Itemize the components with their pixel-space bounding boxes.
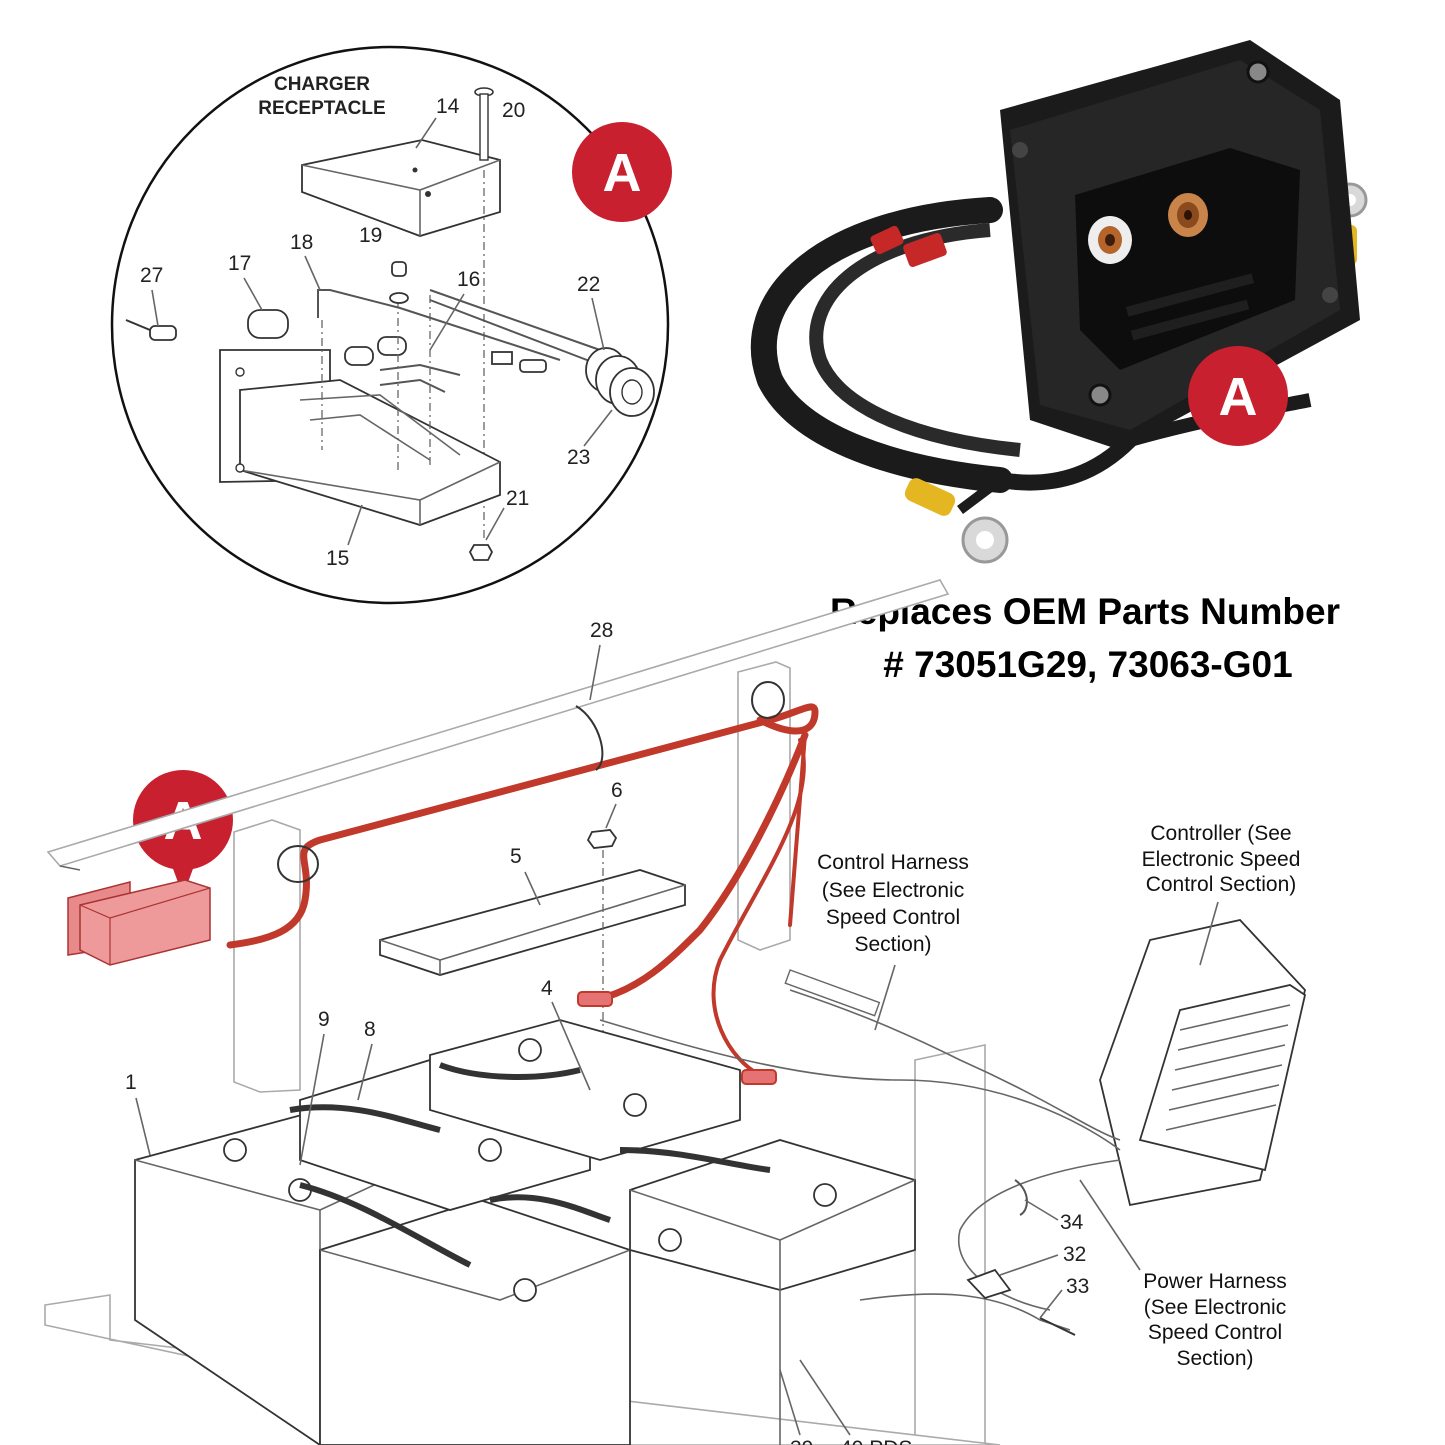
part-pin xyxy=(125,319,177,341)
part-housing xyxy=(219,349,501,526)
inset-title-line2: RECEPTACLE xyxy=(258,98,385,119)
callout-40-pds: 40 PDS xyxy=(840,1437,912,1445)
part-nut xyxy=(468,544,494,561)
callout-16: 16 xyxy=(457,268,480,291)
batteries xyxy=(134,1019,916,1445)
part-contacts xyxy=(321,295,461,470)
part-sleeve xyxy=(247,309,289,339)
frame-rail xyxy=(46,579,950,867)
harness-lines xyxy=(599,969,1121,1336)
callout-33: 33 xyxy=(1066,1275,1089,1298)
controller xyxy=(1099,919,1307,1207)
callout-1: 1 xyxy=(125,1071,137,1094)
part-cover xyxy=(301,139,501,237)
svg-text:(See Electronic: (See Electronic xyxy=(1144,1296,1286,1319)
callout-9: 9 xyxy=(318,1008,330,1031)
callout-27: 27 xyxy=(140,264,163,287)
part-small-screw xyxy=(389,261,409,304)
callout-8: 8 xyxy=(364,1018,376,1041)
callout-4: 4 xyxy=(541,977,553,1000)
red-spade-connector xyxy=(870,225,904,255)
svg-text:Power Harness: Power Harness xyxy=(1143,1270,1287,1293)
red-receptacle xyxy=(67,879,211,966)
product-photo xyxy=(750,40,1368,564)
callout-22: 22 xyxy=(577,273,600,296)
note-power-harness: Power Harness (See Electronic Speed Cont… xyxy=(1079,1179,1287,1370)
red-charger-harness xyxy=(226,681,819,1085)
svg-text:Control Harness: Control Harness xyxy=(817,851,969,874)
callout-23: 23 xyxy=(567,446,590,469)
inset-title-line1: CHARGER xyxy=(274,74,370,95)
badge-a-inset: A xyxy=(572,122,672,222)
callout-6: 6 xyxy=(611,779,623,802)
callout-39: 39 xyxy=(790,1437,813,1445)
part-wires xyxy=(317,289,601,373)
svg-text:Section): Section) xyxy=(1176,1347,1253,1370)
svg-text:Section): Section) xyxy=(854,933,931,956)
callout-20: 20 xyxy=(502,99,525,122)
part-grommet xyxy=(585,347,655,417)
callout-34: 34 xyxy=(1060,1211,1084,1234)
callout-28: 28 xyxy=(590,619,613,642)
heading-line2: # 73051G29, 73063-G01 xyxy=(883,644,1292,685)
svg-text:Speed Control: Speed Control xyxy=(1148,1321,1282,1344)
svg-text:Speed Control: Speed Control xyxy=(826,906,960,929)
callout-21: 21 xyxy=(506,487,529,510)
main-assembly: 28 6 5 4 9 8 1 34 32 33 39 40 PDS Contro… xyxy=(44,579,1307,1445)
callout-19: 19 xyxy=(359,224,382,247)
callout-15: 15 xyxy=(326,547,349,570)
yellow-terminal xyxy=(904,478,956,516)
svg-text:Control Section): Control Section) xyxy=(1146,873,1297,896)
callout-5: 5 xyxy=(510,845,522,868)
svg-text:Controller (See: Controller (See xyxy=(1150,822,1291,845)
callout-14: 14 xyxy=(436,95,460,118)
battery-hold-down xyxy=(379,869,686,976)
inset-circle xyxy=(110,45,670,605)
callout-32: 32 xyxy=(1063,1243,1086,1266)
note-control-harness: Control Harness (See Electronic Speed Co… xyxy=(817,851,969,1031)
badge-a-photo-letter: A xyxy=(1219,367,1258,427)
callout-17: 17 xyxy=(228,252,251,275)
badge-a-photo: A xyxy=(1188,346,1288,446)
svg-text:Electronic Speed: Electronic Speed xyxy=(1142,848,1301,871)
hold-down-nut xyxy=(586,829,618,849)
badge-a-inset-letter: A xyxy=(603,143,642,203)
svg-text:(See Electronic: (See Electronic xyxy=(822,879,964,902)
inset-exploded-view: CHARGER RECEPTACLE xyxy=(110,45,670,605)
callout-18: 18 xyxy=(290,231,313,254)
note-controller: Controller (See Electronic Speed Control… xyxy=(1142,822,1301,966)
